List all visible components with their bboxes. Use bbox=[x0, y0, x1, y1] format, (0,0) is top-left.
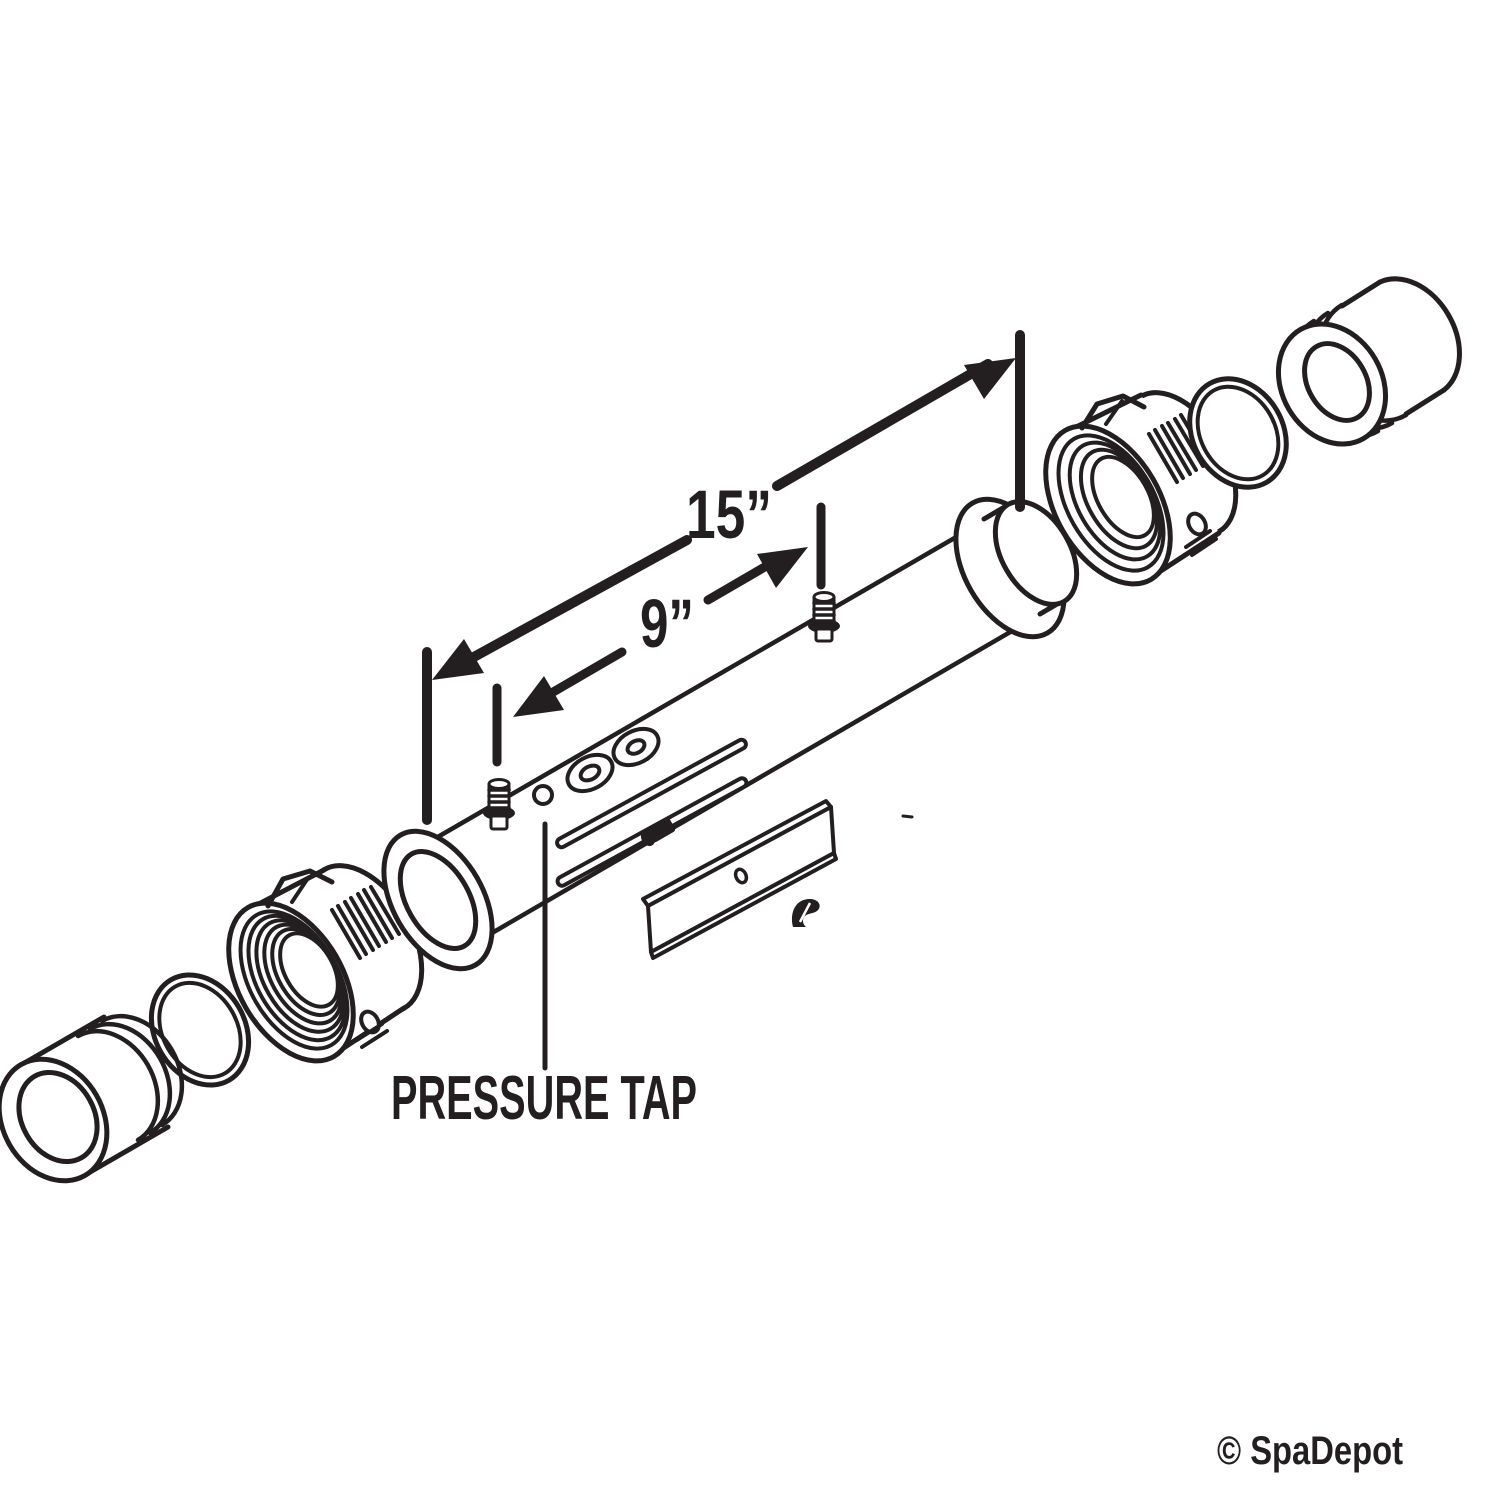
dimension-overall: 15” bbox=[422, 330, 1025, 825]
nut-latch bbox=[355, 1009, 389, 1049]
tube-bottom-edge bbox=[489, 628, 1015, 936]
right-o-ring bbox=[1187, 376, 1289, 490]
sensor-stud-left bbox=[483, 778, 515, 831]
nut-hinge-tab bbox=[1079, 393, 1147, 431]
tube-left-flange bbox=[381, 828, 495, 972]
dim-15-label: 15” bbox=[686, 476, 772, 553]
tailpiece-bore bbox=[1302, 341, 1372, 423]
nut-grip-ribs bbox=[330, 885, 401, 960]
dim-9-label: 9” bbox=[640, 585, 694, 662]
rail-hole bbox=[733, 867, 749, 885]
copyright-text: © SpaDepot bbox=[1217, 1429, 1403, 1473]
mounting-rail bbox=[641, 799, 838, 960]
washer bbox=[565, 752, 615, 794]
heater-tube bbox=[381, 496, 1080, 972]
pressure-tap-hole bbox=[532, 784, 554, 806]
nut-latch bbox=[1184, 511, 1218, 557]
dim-15-arrow-left bbox=[432, 639, 484, 680]
pressure-tap-callout: PRESSURE TAP bbox=[391, 821, 697, 1133]
tube-right-stub bbox=[992, 499, 1080, 607]
sensor-stud-right bbox=[808, 591, 840, 643]
slot-stud bbox=[640, 817, 676, 847]
dim-9-arrow-left bbox=[513, 676, 564, 717]
washer bbox=[611, 726, 661, 768]
tailpiece-end-cap bbox=[1377, 276, 1462, 393]
dimension-tap: 9” bbox=[492, 502, 826, 767]
retainer-clip bbox=[791, 898, 820, 927]
right-tailpiece bbox=[1275, 276, 1462, 447]
dim-15-arrow-right bbox=[964, 358, 1016, 399]
nut-internal-threads bbox=[238, 909, 350, 1051]
tailpiece-bore bbox=[16, 1069, 100, 1165]
tube-top-edge bbox=[433, 533, 961, 841]
nut-hinge-tab bbox=[265, 868, 335, 909]
dim-9-arrow-right bbox=[757, 547, 808, 588]
left-split-nut bbox=[226, 863, 425, 1064]
nut-internal-threads bbox=[1056, 433, 1166, 573]
stray-mark bbox=[901, 814, 914, 819]
pressure-tap-label: PRESSURE TAP bbox=[391, 1064, 697, 1133]
left-tailpiece bbox=[0, 1013, 185, 1184]
tailpiece-threads bbox=[75, 1013, 185, 1143]
